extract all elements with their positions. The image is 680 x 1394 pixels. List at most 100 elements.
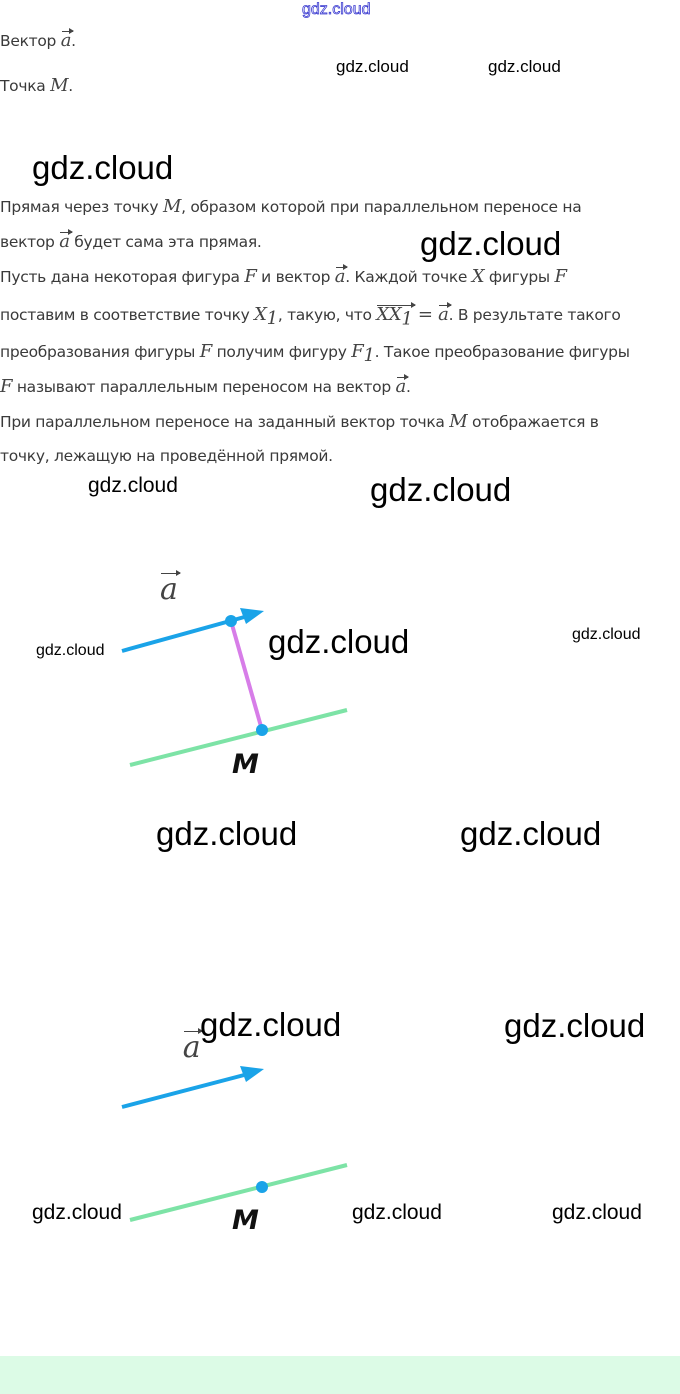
segment: получим фигуру [212,343,351,361]
text-segment: При параллельном переносе на заданный ве… [0,413,450,431]
text-segment: Пусть дана некоторая фигура [0,268,245,286]
translation-segment [229,620,264,731]
vector-symbol: a [60,28,75,51]
text-segment: вектор [0,233,60,251]
figure-translation [121,608,348,767]
segment: F [0,376,13,397]
vector-symbol: XX1 [376,302,416,330]
watermark: gdz.cloud [504,1007,646,1044]
segment: a [60,28,75,51]
watermark: gdz.cloud [460,815,602,852]
segment: a [335,264,349,287]
math-symbol: = [412,304,439,325]
segment: называют параллельным переносом на векто… [12,378,395,396]
segment: = [412,304,439,325]
vector-symbol: a [438,302,453,325]
text-segment: поставим в соответствие точку [0,306,255,324]
line-through-m [129,1163,348,1222]
segment: . Такое преобразование фигуры [375,343,630,361]
segment: поставим в соответствие точку [0,306,254,324]
math-symbol: F [244,266,257,287]
segment: . Каждой точке [345,268,472,286]
segment: . [68,77,73,95]
text-segment: фигуры [484,268,555,286]
segment: X [471,266,485,287]
watermark: gdz.cloud [370,471,512,508]
segment: точку, лежащую на проведённой прямой. [0,447,333,465]
text-segment: . Такое преобразование фигуры [374,343,630,361]
figure-line [121,1066,348,1222]
segment: , такую, что [278,306,377,324]
watermark: gdz.cloud [420,225,562,262]
math-symbol: F [199,341,213,362]
watermark: gdz.cloud [336,57,409,76]
watermark: gdz.cloud [268,623,410,660]
text-segment: . [68,77,73,95]
text-segment: будет сама эта прямая. [69,233,262,251]
math-symbol: M [449,411,468,432]
segment: , образом которой при параллельном перен… [181,198,582,216]
text-segment: , образом которой при параллельном перен… [181,198,582,216]
math-symbol: X [254,304,267,325]
math-symbol: M [50,75,69,96]
math-symbol: M [162,196,182,217]
point-on-vector [225,615,237,627]
point-label: M [232,1205,259,1236]
segment: Прямая через точку [0,198,163,216]
text-line: вектор a будет сама эта прямая. [0,229,262,252]
segment: F [199,341,213,362]
text-segment: Прямая через точку [0,198,163,216]
segment: Вектор [0,32,61,50]
text-line: Пусть дана некоторая фигура F и вектор a… [0,264,567,287]
text-line: При параллельном переносе на заданный ве… [0,411,599,432]
text-segment: получим фигуру [211,343,352,361]
segment: . В результате такого [449,306,621,324]
segment: a [395,374,410,397]
text-segment: отображается в [467,413,599,431]
segment: F [244,266,257,287]
vector-arrowhead-icon [240,608,264,624]
segment: будет сама эта прямая. [69,233,262,251]
point-m [256,724,268,736]
point-m [256,1181,268,1193]
vector-symbol: a [395,374,410,397]
math-symbol: X [471,266,485,287]
vector-label: a [182,1028,203,1065]
segment: отображается в [467,413,599,431]
segment: фигуры [484,268,554,286]
text-segment: Точка [0,77,51,95]
watermark: gdz.cloud [352,1201,442,1224]
text-segment: и вектор [256,268,335,286]
watermark: gdz.cloud [552,1201,642,1224]
text-line: F называют параллельным переносом на век… [0,374,411,397]
segment: вектор [0,233,59,251]
vector-symbol: a [59,229,74,252]
watermark: gdz.cloud [32,1201,122,1224]
text-segment: . Каждой точке [345,268,472,286]
watermark: gdz.cloud [488,57,561,76]
segment: и вектор [257,268,335,286]
text-line: точку, лежащую на проведённой прямой. [0,447,333,465]
segment: XX1 [376,302,416,330]
segment: . [71,32,76,50]
text-line: преобразования фигуры F получим фигуру F… [0,341,630,366]
text-line: поставим в соответствие точку X1, такую,… [0,302,621,330]
text-segment: преобразования фигуры [0,343,200,361]
watermark: gdz.cloud [302,1,371,19]
point-label: M [232,749,259,780]
segment: M [50,75,69,96]
text-line: Вектор a. [0,28,76,51]
watermark: gdz.cloud [156,815,298,852]
vector-label: a [160,570,181,607]
text-segment: точку, лежащую на проведённой прямой. [0,447,333,465]
text-segment: . [71,32,76,50]
text-segment: . [405,378,411,396]
subscript: 1 [266,308,278,330]
vector-a-arrow [121,1072,249,1109]
text-segment: Вектор [0,32,61,50]
watermark: gdz.cloud [200,1006,342,1043]
math-symbol: F [0,376,13,397]
math-symbol: F [351,341,364,362]
subscript: 1 [401,308,413,330]
